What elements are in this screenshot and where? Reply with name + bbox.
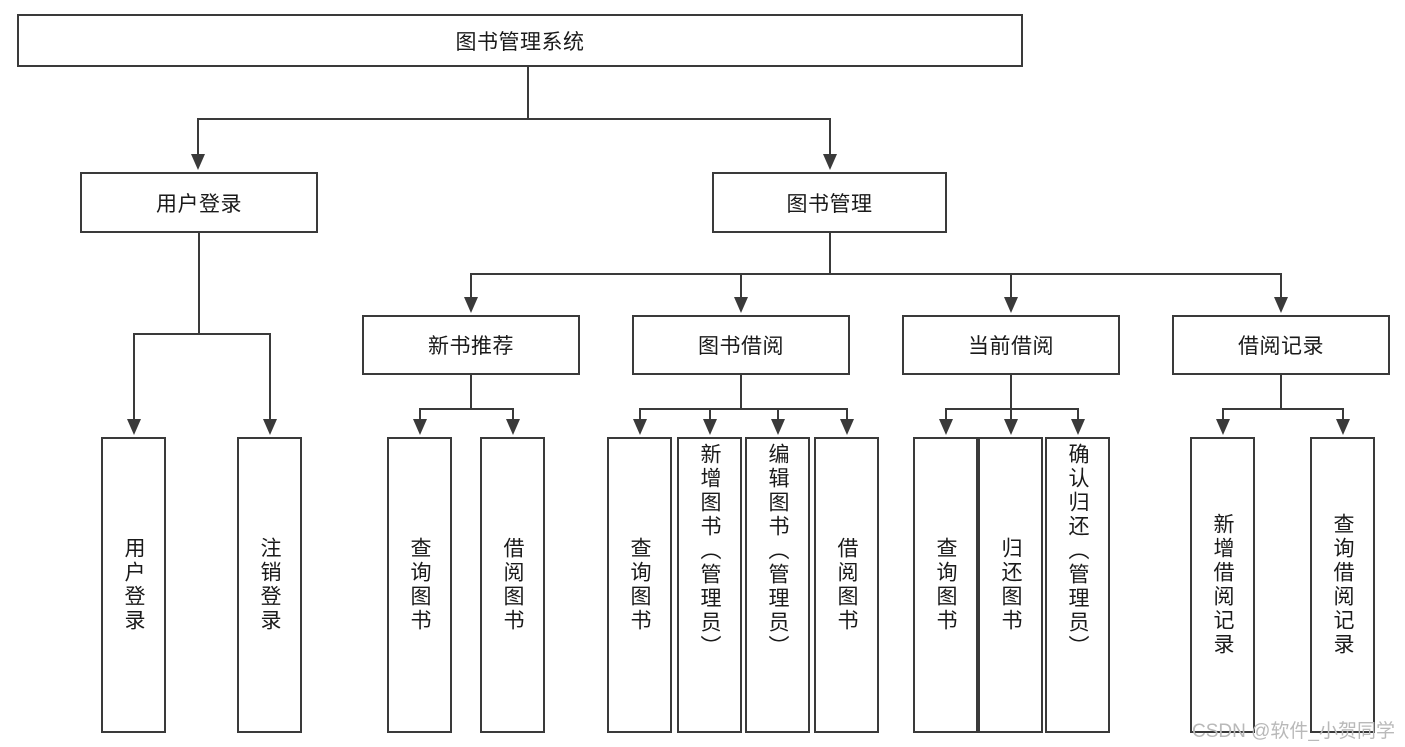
edge-current-borrow-to-leaf-2	[1010, 408, 1012, 421]
edge-book-mgmt-to-l2-4	[1280, 273, 1282, 299]
edge-current-borrow-to-leaf-3	[1077, 408, 1079, 421]
edge-root-bar	[197, 118, 831, 120]
node-user-login[interactable]: 用户登录	[80, 172, 318, 233]
edge-current-borrow-stem	[1010, 375, 1012, 408]
edge-borrow-record-to-leaf-2	[1342, 408, 1344, 421]
arrow-book-borrow-to-leaf-2	[703, 419, 717, 435]
leaf-current-borrow-confirm-return-admin[interactable]: 确认归还（管理员）	[1045, 437, 1110, 733]
edge-root-stem	[527, 67, 529, 118]
edge-borrow-record-stem	[1280, 375, 1282, 408]
edge-new-book-to-leaf-2	[512, 408, 514, 421]
edge-user-login-stem	[198, 233, 200, 333]
arrow-book-borrow-to-leaf-1	[633, 419, 647, 435]
edge-current-borrow-to-leaf-1	[945, 408, 947, 421]
leaf-current-borrow-query-book[interactable]: 查询图书	[913, 437, 978, 733]
arrow-new-book-to-leaf-2	[506, 419, 520, 435]
edge-user-login-to-leaf-1	[133, 333, 135, 421]
arrow-user-login-to-leaf-1	[127, 419, 141, 435]
arrow-current-borrow-to-leaf-1	[939, 419, 953, 435]
edge-new-book-stem	[470, 375, 472, 408]
leaf-book-borrow-add-book-admin[interactable]: 新增图书（管理员）	[677, 437, 742, 733]
arrow-book-mgmt-to-l2-3	[1004, 297, 1018, 313]
edge-borrow-record-to-leaf-1	[1222, 408, 1224, 421]
leaf-book-borrow-edit-book-admin[interactable]: 编辑图书（管理员）	[745, 437, 810, 733]
edge-user-login-bar	[133, 333, 270, 335]
arrow-book-mgmt-to-l2-1	[464, 297, 478, 313]
leaf-book-borrow-query-book[interactable]: 查询图书	[607, 437, 672, 733]
edge-book-borrow-to-leaf-4	[846, 408, 848, 421]
leaf-borrow-record-query-record[interactable]: 查询借阅记录	[1310, 437, 1375, 733]
node-root-system[interactable]: 图书管理系统	[17, 14, 1023, 67]
edge-book-mgmt-to-l2-3	[1010, 273, 1012, 299]
arrow-borrow-record-to-leaf-1	[1216, 419, 1230, 435]
edge-book-borrow-bar	[639, 408, 848, 410]
edge-new-book-to-leaf-1	[419, 408, 421, 421]
arrow-current-borrow-to-leaf-2	[1004, 419, 1018, 435]
node-new-book-recommend[interactable]: 新书推荐	[362, 315, 580, 375]
arrow-root-to-user-login	[191, 154, 205, 170]
edge-book-mgmt-bar	[470, 273, 1282, 275]
edge-user-login-to-leaf-2	[269, 333, 271, 421]
edge-root-to-user-login	[197, 118, 199, 156]
arrow-root-to-book-mgmt	[823, 154, 837, 170]
node-book-management[interactable]: 图书管理	[712, 172, 947, 233]
node-current-borrow[interactable]: 当前借阅	[902, 315, 1120, 375]
edge-book-borrow-to-leaf-1	[639, 408, 641, 421]
edge-new-book-bar	[419, 408, 514, 410]
node-book-borrow[interactable]: 图书借阅	[632, 315, 850, 375]
edge-borrow-record-bar	[1222, 408, 1343, 410]
arrow-current-borrow-to-leaf-3	[1071, 419, 1085, 435]
arrow-book-borrow-to-leaf-4	[840, 419, 854, 435]
node-borrow-record[interactable]: 借阅记录	[1172, 315, 1390, 375]
edge-book-borrow-to-leaf-2	[709, 408, 711, 421]
leaf-book-borrow-borrow-book[interactable]: 借阅图书	[814, 437, 879, 733]
edge-book-borrow-to-leaf-3	[777, 408, 779, 421]
edge-root-to-book-mgmt	[829, 118, 831, 156]
arrow-book-borrow-to-leaf-3	[771, 419, 785, 435]
csdn-watermark: CSDN @软件_小贺同学	[1192, 721, 1395, 742]
edge-book-borrow-stem	[740, 375, 742, 408]
arrow-user-login-to-leaf-2	[263, 419, 277, 435]
leaf-new-book-borrow-book[interactable]: 借阅图书	[480, 437, 545, 733]
arrow-new-book-to-leaf-1	[413, 419, 427, 435]
arrow-borrow-record-to-leaf-2	[1336, 419, 1350, 435]
leaf-user-login-logout[interactable]: 注销登录	[237, 437, 302, 733]
edge-book-mgmt-to-l2-2	[740, 273, 742, 299]
leaf-current-borrow-return-book[interactable]: 归还图书	[978, 437, 1043, 733]
arrow-book-mgmt-to-l2-4	[1274, 297, 1288, 313]
leaf-user-login-login[interactable]: 用户登录	[101, 437, 166, 733]
edge-book-mgmt-stem	[829, 233, 831, 273]
arrow-book-mgmt-to-l2-2	[734, 297, 748, 313]
leaf-new-book-query-book[interactable]: 查询图书	[387, 437, 452, 733]
edge-book-mgmt-to-l2-1	[470, 273, 472, 299]
leaf-borrow-record-add-record[interactable]: 新增借阅记录	[1190, 437, 1255, 733]
